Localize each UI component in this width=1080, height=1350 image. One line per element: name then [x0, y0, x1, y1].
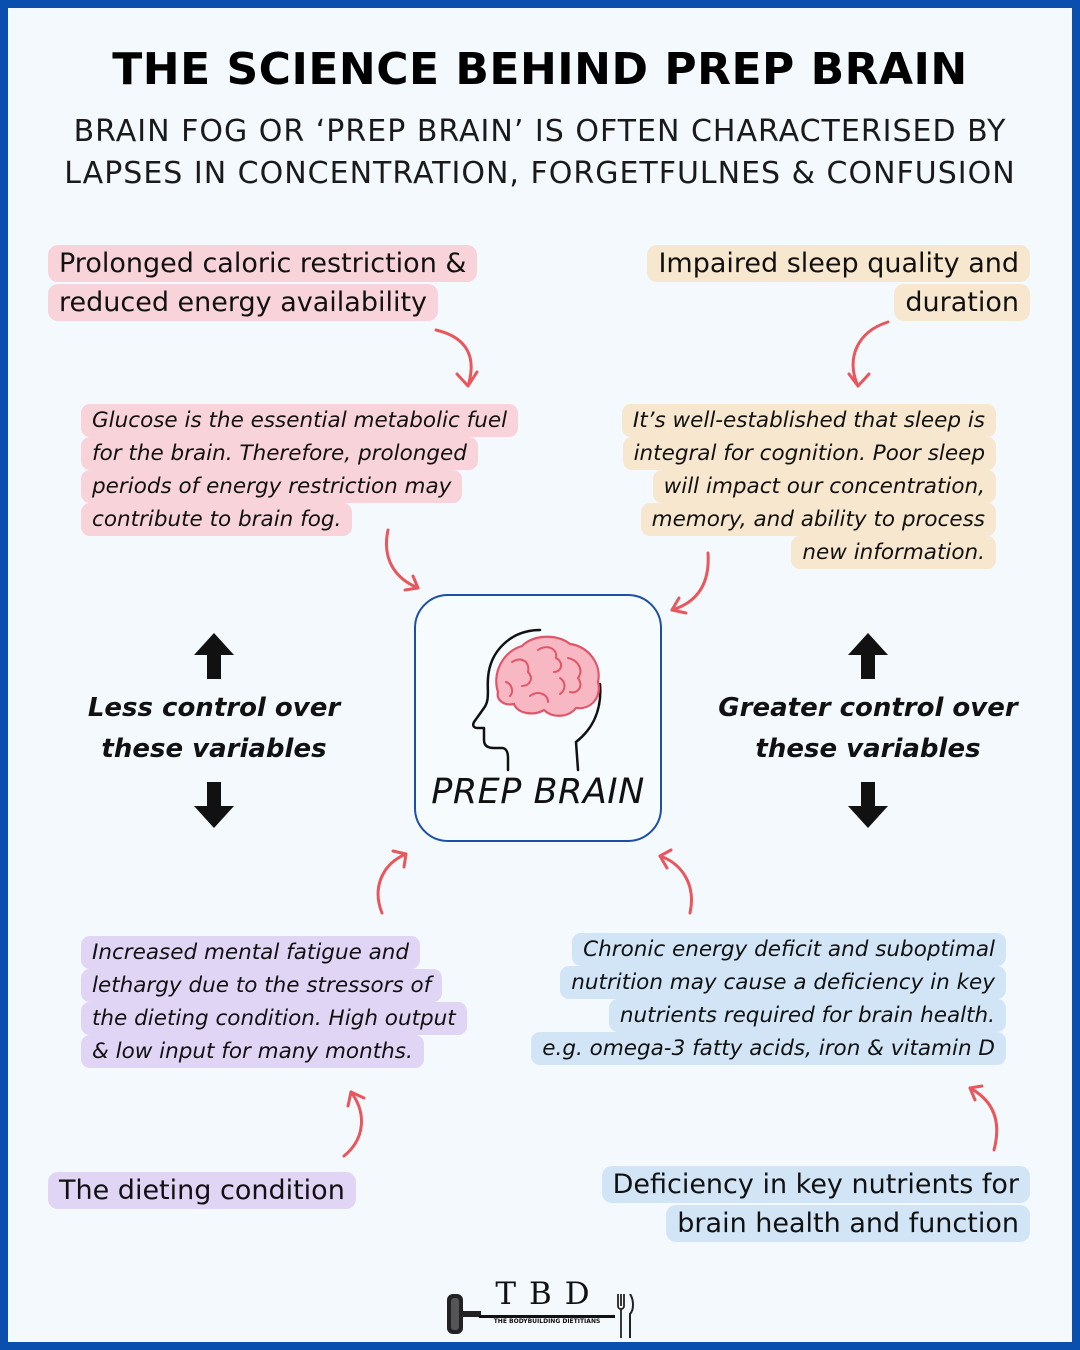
- center-label: PREP BRAIN: [431, 772, 645, 812]
- cause-caloric-restriction: Prolonged caloric restriction & reduced …: [48, 244, 508, 322]
- fork-knife-icon: [617, 1294, 634, 1338]
- cause-line: reduced energy availability: [48, 284, 439, 321]
- infographic: { "title": "THE SCIENCE BEHIND PREP BRAI…: [8, 8, 1072, 1342]
- note-glucose: Glucose is the essential metabolic fuel …: [81, 404, 561, 536]
- note-line: contribute to brain fog.: [81, 503, 353, 536]
- note-line: will impact our concentration,: [652, 470, 996, 503]
- note-line: nutrition may cause a deficiency in key: [560, 966, 1006, 999]
- logo-tagline: THE BODYBUILDING DIETITIANS: [493, 1318, 601, 1325]
- arrow-fatigue-to-brain: [376, 849, 408, 915]
- control-line: Greater control over: [718, 693, 1018, 723]
- arrow-up-icon: [194, 633, 234, 679]
- note-line: Glucose is the essential metabolic fuel: [81, 404, 519, 437]
- note-line: for the brain. Therefore, prolonged: [81, 437, 478, 470]
- arrow-down-icon: [848, 782, 888, 828]
- cause-line: Prolonged caloric restriction &: [48, 245, 478, 282]
- prep-brain-center: PREP BRAIN: [414, 594, 662, 842]
- arrow-up-icon: [848, 633, 888, 679]
- cause-line: brain health and function: [666, 1205, 1030, 1242]
- control-line: these variables: [755, 734, 981, 764]
- page-title: THE SCIENCE BEHIND PREP BRAIN: [112, 44, 968, 95]
- arrow-sleepnote-to-brain: [670, 551, 710, 615]
- note-mental-fatigue: Increased mental fatigue and lethargy du…: [81, 936, 501, 1068]
- arrow-down-icon: [194, 782, 234, 828]
- note-line: integral for cognition. Poor sleep: [622, 437, 996, 470]
- barbell-plate-icon: [447, 1294, 481, 1334]
- arrow-deficiency-to-nutrients: [968, 1084, 999, 1152]
- note-line: Chronic energy deficit and suboptimal: [572, 933, 1006, 966]
- head-brain-icon: [471, 628, 602, 772]
- note-line: memory, and ability to process: [640, 503, 996, 536]
- logo-rule: [479, 1315, 615, 1318]
- greater-control-label: Greater control over these variables: [718, 688, 1018, 770]
- note-nutrients: Chronic energy deficit and suboptimal nu…: [486, 933, 1006, 1065]
- arrow-nutrients-to-brain: [658, 848, 693, 915]
- note-line: lethargy due to the stressors of: [81, 969, 443, 1002]
- cause-impaired-sleep: Impaired sleep quality and duration: [600, 244, 1030, 322]
- logo-letters: TBD: [495, 1276, 603, 1312]
- note-line: new information.: [791, 536, 996, 569]
- subtitle-line: LAPSES IN CONCENTRATION, FORGETFULNES & …: [64, 156, 1016, 191]
- tbd-logo: TBD THE BODYBUILDING DIETITIANS: [445, 1276, 635, 1338]
- note-line: periods of energy restriction may: [81, 470, 463, 503]
- cause-line: Impaired sleep quality and: [647, 245, 1030, 282]
- arrow-dieting-to-fatigue: [342, 1090, 366, 1158]
- cause-line: Deficiency in key nutrients for: [601, 1166, 1030, 1203]
- note-line: nutrients required for brain health.: [608, 999, 1006, 1032]
- note-line: It’s well-established that sleep is: [621, 404, 996, 437]
- note-line: the dieting condition. High output: [81, 1002, 467, 1035]
- less-control-label: Less control over these variables: [64, 688, 364, 770]
- cause-line: duration: [894, 284, 1030, 321]
- note-line: & low input for many months.: [81, 1035, 424, 1068]
- cause-nutrient-deficiency: Deficiency in key nutrients for brain he…: [570, 1165, 1030, 1243]
- arrow-glucose-to-brain: [385, 528, 420, 592]
- cause-line: The dieting condition: [48, 1172, 356, 1209]
- control-line: these variables: [101, 734, 327, 764]
- cause-dieting-condition: The dieting condition: [48, 1171, 388, 1210]
- arrow-sleep-to-note: [847, 320, 890, 388]
- note-sleep: It’s well-established that sleep is inte…: [596, 404, 996, 569]
- arrow-caloric-to-glucose: [434, 328, 479, 388]
- note-line: Increased mental fatigue and: [81, 936, 421, 969]
- connector-arrows: [342, 320, 999, 1158]
- control-line: Less control over: [87, 693, 341, 723]
- subtitle-line: BRAIN FOG OR ‘PREP BRAIN’ IS OFTEN CHARA…: [73, 114, 1007, 149]
- note-line: e.g. omega-3 fatty acids, iron & vitamin…: [531, 1032, 1006, 1065]
